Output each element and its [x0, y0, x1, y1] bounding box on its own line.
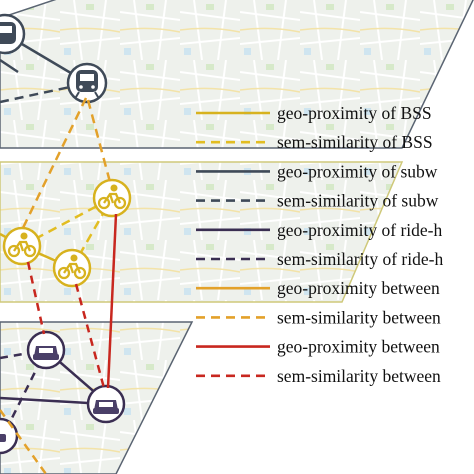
- subway-layer-plane: [0, 0, 474, 149]
- train-icon: [0, 22, 16, 44]
- legend-item: sem-similarity of ride-h: [196, 249, 443, 269]
- bicycle-icon: [7, 232, 37, 258]
- train-node: [0, 13, 26, 55]
- bicycle-node: [92, 178, 132, 218]
- legend-label: geo-proximity of subw: [277, 161, 438, 181]
- legend-label: sem-similarity between: [277, 307, 441, 327]
- legend-item: sem-similarity of subw: [196, 191, 439, 211]
- bicycle-node: [52, 248, 92, 288]
- legend: geo-proximity of BSS sem-similarity of BS…: [196, 103, 443, 386]
- bicycle-icon: [97, 184, 127, 210]
- car-icon: [0, 434, 6, 442]
- legend-label: sem-similarity of BSS: [277, 132, 433, 152]
- between-geo-edge-red: [106, 213, 118, 389]
- legend-label: geo-proximity between: [277, 278, 440, 298]
- car-icon: [33, 346, 59, 360]
- subway-geo-edge: [0, 58, 19, 74]
- legend-label: geo-proximity between: [277, 337, 440, 357]
- legend-item: geo-proximity of subw: [196, 161, 438, 181]
- legend-label: sem-similarity between: [277, 366, 441, 386]
- ride-sem-edge: [0, 348, 47, 360]
- bicycle-node: [2, 226, 42, 266]
- legend-item: geo-proximity between: [196, 337, 440, 357]
- between-sem-edge-orange: [20, 97, 88, 231]
- legend-item: geo-proximity between: [196, 278, 440, 298]
- legend-label: sem-similarity of subw: [277, 191, 439, 211]
- train-icon: [75, 70, 99, 98]
- train-node: [66, 62, 108, 104]
- subway-layer: [0, 0, 474, 149]
- between-sem-edge-red: [74, 283, 106, 389]
- legend-item: geo-proximity of BSS: [196, 103, 432, 123]
- bss-layer: [0, 161, 404, 303]
- car-node: [86, 384, 126, 424]
- between-sem-edge-red: [26, 261, 46, 335]
- legend-label: geo-proximity of ride-h: [277, 220, 442, 240]
- car-node: [26, 330, 66, 370]
- ride-hailing-layer: [0, 321, 194, 474]
- legend-item: sem-similarity between: [196, 307, 441, 327]
- inter-layer-edges: [0, 97, 118, 474]
- legend-label: geo-proximity of BSS: [277, 103, 432, 123]
- legend-label: sem-similarity of ride-h: [277, 249, 443, 269]
- legend-item: sem-similarity of BSS: [196, 132, 433, 152]
- legend-item: sem-similarity between: [196, 366, 441, 386]
- bicycle-icon: [57, 254, 87, 280]
- car-icon: [93, 400, 119, 414]
- legend-item: geo-proximity of ride-h: [196, 220, 442, 240]
